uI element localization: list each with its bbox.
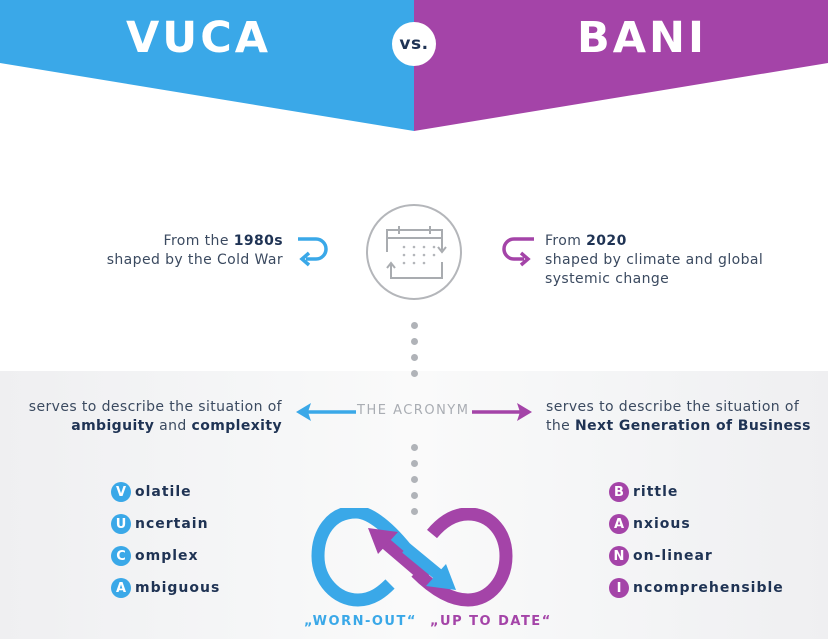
item-label: rittle [633,484,679,500]
vuca-description: serves to describe the situation of ambi… [10,398,282,436]
vuca-letter-list: V olatile U ncertain C omplex A mbiguous [111,476,220,604]
item-label: nxious [633,516,691,532]
vuca-item-ambiguous: A mbiguous [111,572,220,604]
connector-dot [411,338,418,345]
header-banners [0,0,828,131]
vuca-banner [0,0,414,131]
letter-badge: N [609,546,629,566]
bani-item-brittle: B rittle [609,476,784,508]
bani-banner [414,0,828,131]
bani-item-anxious: A nxious [609,508,784,540]
bani-description: serves to describe the situation of the … [546,398,816,436]
bani-description-prefix: the [546,418,576,434]
connector-dot [411,354,418,361]
item-label: mbiguous [135,580,221,596]
bani-item-incomprehensible: I ncomprehensible [609,572,784,604]
letter-badge: V [111,482,131,502]
bani-tag-up-to-date: „UP TO DATE“ [430,614,552,629]
letter-badge: A [609,514,629,534]
vuca-item-complex: C omplex [111,540,220,572]
u-turn-right-arrow-icon [502,237,534,267]
item-label: ncomprehensible [633,580,784,596]
connector-dot [411,444,418,451]
vuca-item-uncertain: U ncertain [111,508,220,540]
bani-title: BANI [577,13,708,63]
acronym-label: THE ACRONYM [357,403,470,418]
vuca-era-year: 1980s [233,233,283,249]
bani-term-next-generation: Next Generation of Business [575,418,811,434]
left-arrow-icon [296,403,356,421]
vuca-era-context: shaped by the Cold War [106,252,283,268]
versus-badge: vs. [392,22,436,66]
vuca-term-ambiguity: ambiguity [71,418,155,434]
letter-badge: B [609,482,629,502]
letter-badge: U [111,514,131,534]
bani-era-context: shaped by climate and global systemic ch… [545,252,764,287]
vuca-description-line1: serves to describe the situation of [28,399,282,415]
connector-dot [411,322,418,329]
vuca-era-text: From the 1980s shaped by the Cold War [80,232,283,270]
item-label: ncertain [135,516,209,532]
connector-dot [411,370,418,377]
vuca-term-complexity: complexity [191,418,282,434]
item-label: olatile [135,484,192,500]
vuca-item-volatile: V olatile [111,476,220,508]
vuca-tag-worn-out: „WORN-OUT“ [304,614,417,629]
infinity-loop-icon [311,508,513,607]
letter-badge: I [609,578,629,598]
bani-description-line1: serves to describe the situation of [546,399,800,415]
bani-era-text: From 2020 shaped by climate and global s… [545,232,785,289]
vuca-connector: and [154,418,192,434]
connector-dot [411,508,418,515]
connector-dot [411,492,418,499]
letter-badge: C [111,546,131,566]
item-label: on-linear [633,548,713,564]
bani-item-non-linear: N on-linear [609,540,784,572]
u-turn-left-arrow-icon [298,237,328,267]
bani-letter-list: B rittle A nxious N on-linear I ncompreh… [609,476,784,604]
acronym-panel [0,371,828,639]
right-arrow-icon [472,403,532,421]
bani-era-year: 2020 [586,233,627,249]
bani-era-prefix: From [545,233,587,249]
calendar-cycle-icon [366,204,462,300]
connector-dot [411,460,418,467]
connector-dot [411,476,418,483]
vuca-era-prefix: From the [163,233,234,249]
letter-badge: A [111,578,131,598]
vuca-title: VUCA [126,13,272,63]
item-label: omplex [135,548,199,564]
